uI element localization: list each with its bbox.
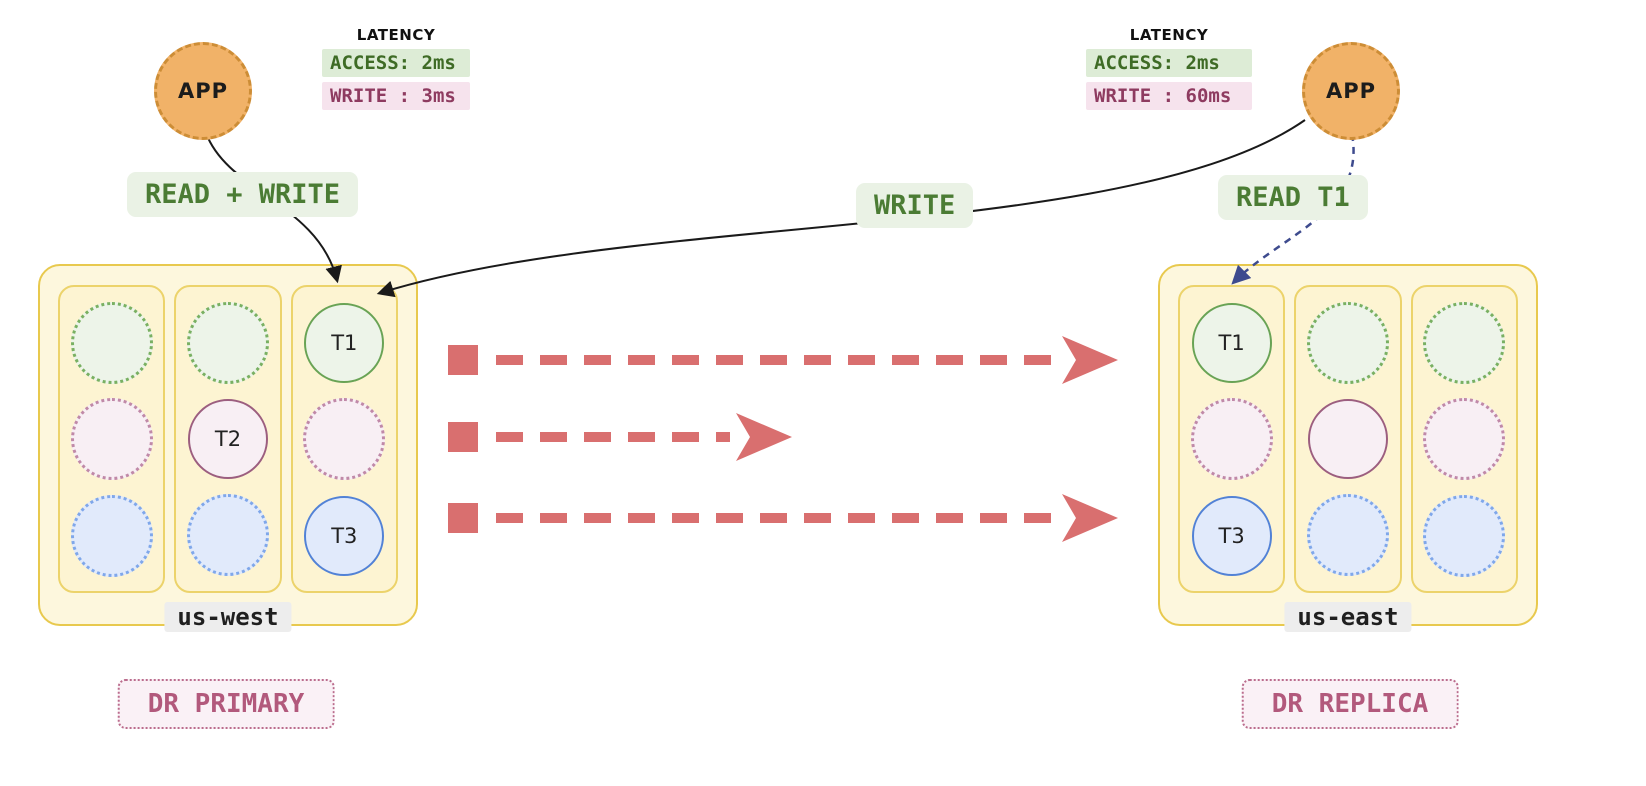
left-app-node: APP [154,42,252,140]
shard-circle-green [1306,302,1389,384]
left-latency-title: LATENCY [356,26,436,44]
replication-arrow-middle [448,413,792,461]
left-latency-write: WRITE : 3ms [322,82,470,110]
shard-circle-blue [70,494,153,577]
left-latency-access: ACCESS: 2ms [322,49,470,77]
us-west-node-3: T1 T3 [290,285,398,593]
dr-primary-badge: DR PRIMARY [117,679,335,729]
shard-circle-pink [70,398,153,480]
right-latency-write: WRITE : 60ms [1086,82,1252,110]
shard-circle-green [186,302,269,384]
us-east-node-1: T1 T3 [1178,285,1286,593]
region-name-us-east: us-east [1284,602,1412,632]
write-label: WRITE [856,183,974,228]
us-west-node-2: T2 [174,285,282,593]
shard-circle-blue [186,494,269,576]
shard-circle-pink [1423,398,1506,480]
replication-arrow-bottom [448,494,1118,542]
right-app-label: APP [1325,79,1377,103]
shard-circle-t3: T3 [304,495,385,576]
us-east-node-3 [1410,285,1518,593]
shard-circle-t1: T1 [1191,302,1272,383]
shard-circle-t2: T2 [187,399,268,479]
shard-circle-t1: T1 [304,302,385,383]
right-latency-access: ACCESS: 2ms [1086,49,1252,77]
shard-label: T2 [214,427,242,451]
right-app-node: APP [1302,42,1400,140]
us-east-node-2 [1294,285,1402,593]
region-name-us-west: us-west [164,602,292,632]
shard-circle-t3: T3 [1191,495,1272,576]
right-latency-panel: LATENCY ACCESS: 2ms WRITE : 60ms [1086,26,1252,110]
read-write-label: READ + WRITE [127,172,359,217]
shard-label: T1 [331,330,358,355]
shard-circle-pink [1190,398,1273,480]
right-app-write-arrow [376,119,1306,298]
shard-label: T1 [1218,330,1245,355]
shard-label: T3 [331,523,358,548]
left-latency-panel: LATENCY ACCESS: 2ms WRITE : 3ms [322,26,470,110]
right-latency-title: LATENCY [1129,26,1209,44]
dr-replica-badge: DR REPLICA [1241,679,1459,729]
shard-circle-blue [1306,494,1389,576]
shard-circle-green [70,301,153,384]
region-us-east: T1 T3 us-east [1158,264,1538,632]
shard-label: T3 [1218,523,1245,548]
region-us-west: T2 T1 T3 us-west [38,264,418,632]
shard-circle-green [1423,301,1506,384]
replication-arrow-top [448,336,1118,384]
shard-circle-pink [303,398,386,480]
left-app-label: APP [177,79,229,103]
read-t1-label: READ T1 [1218,175,1368,220]
shard-circle-pink-solid [1307,399,1388,479]
shard-circle-blue [1423,494,1506,577]
us-west-node-1 [58,285,166,593]
